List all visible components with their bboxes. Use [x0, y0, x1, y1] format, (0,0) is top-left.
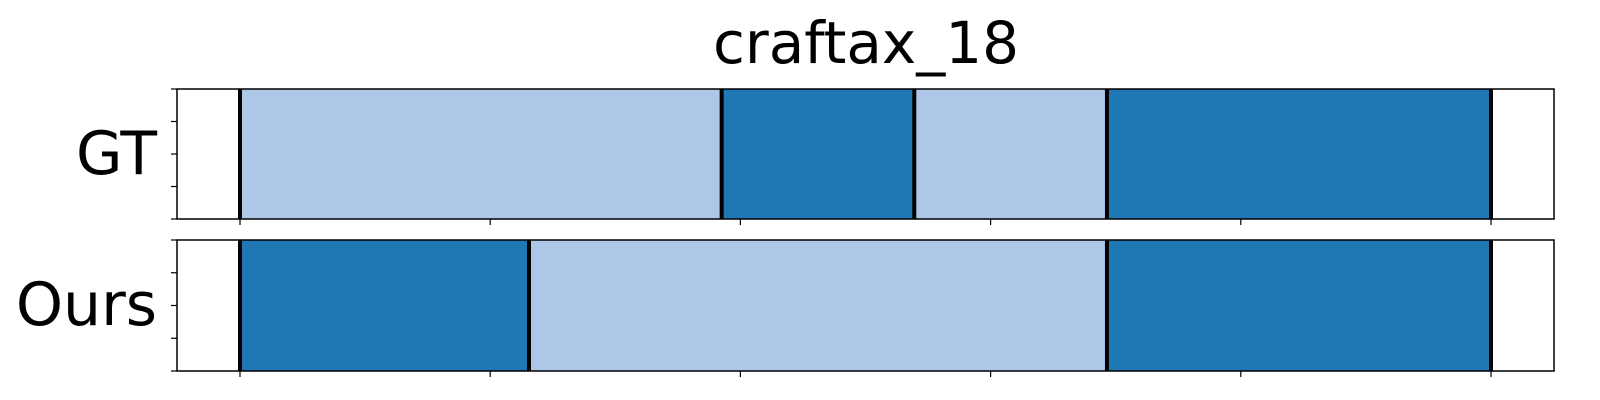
chart-title: craftax_18 [713, 9, 1019, 77]
segment-ours-2 [528, 240, 1107, 371]
row-label-ours: Ours [16, 270, 157, 340]
segment-ours-1 [240, 240, 529, 371]
segment-gt-4 [1106, 89, 1491, 219]
panel-ours: Ours [16, 239, 1555, 377]
panel-gt: GT [76, 88, 1555, 225]
panels: GT Ours [16, 88, 1555, 377]
row-label-gt: GT [76, 119, 157, 189]
segment-gt-3 [914, 89, 1107, 219]
segment-ours-3 [1106, 240, 1491, 371]
segment-gt-1 [240, 89, 722, 219]
segment-gt-2 [721, 89, 915, 219]
